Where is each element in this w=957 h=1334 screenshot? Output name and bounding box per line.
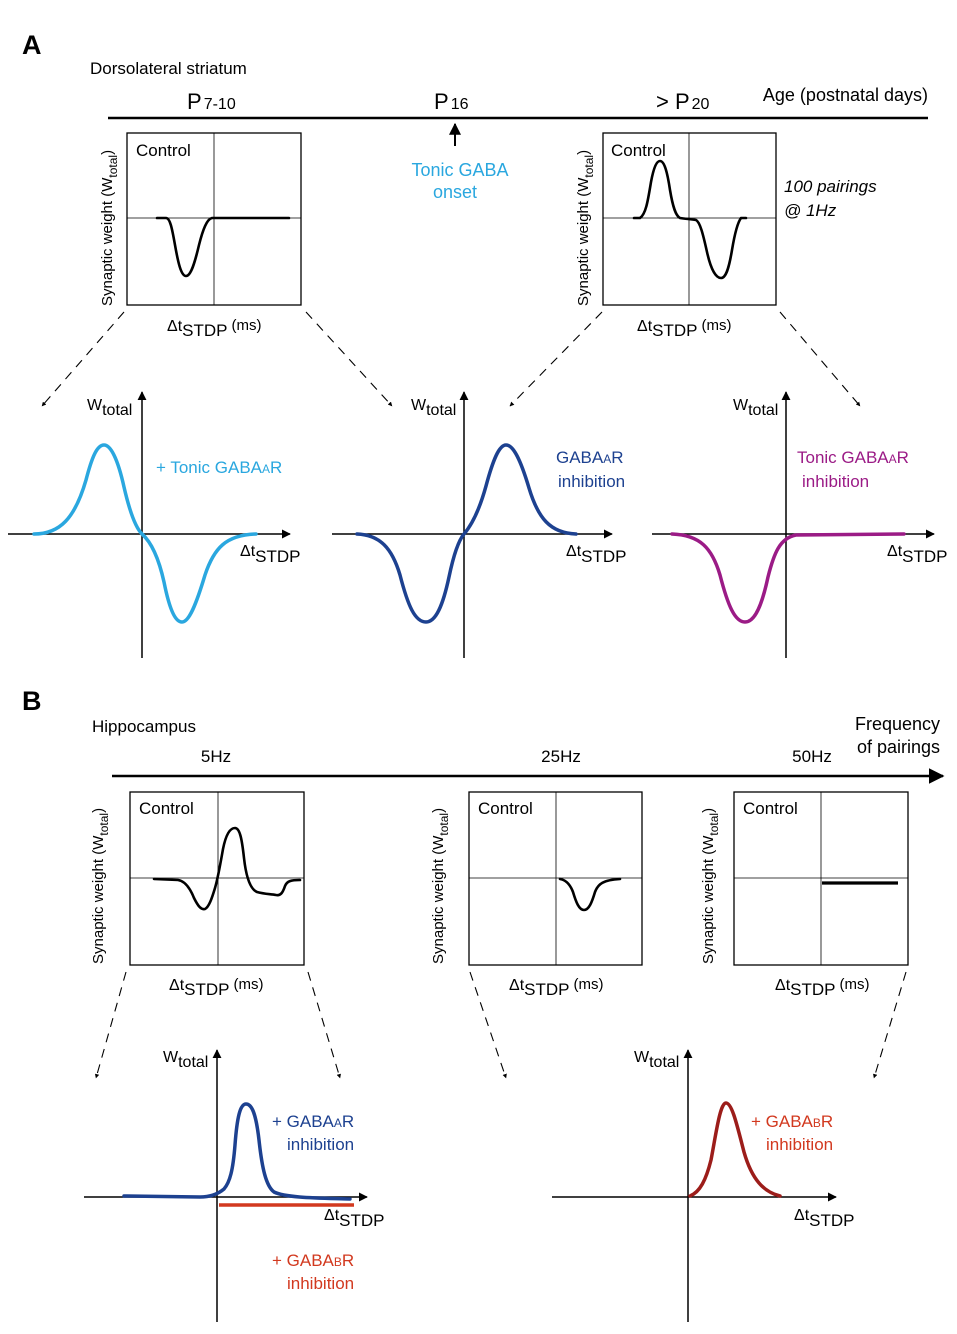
curve-tonic-gabaar-inhibition [670,532,906,624]
inset-y-label: Synaptic weight (Wtotal) [700,808,721,964]
zoom-connector [873,971,907,1079]
plot-tonic-gabaar-inhibition: Wtotal ΔtSTDP Tonic GABAAR inhibition [652,391,947,658]
curve-gababr-50hz [688,1101,782,1198]
onset-label-line2: onset [433,182,477,202]
plot-label-gabaar-line1: + GABAAR [272,1112,354,1131]
inset-y-label: Synaptic weight (Wtotal) [90,808,111,964]
inset-title: Control [139,799,194,818]
plot-label-line1: Tonic GABAAR [797,448,909,467]
plot-y-label: Wtotal [87,397,132,419]
curve-gabaar-inhibition [355,443,578,624]
control-curve-bidirectional [632,159,748,280]
plot-gabaar-inhibition: Wtotal ΔtSTDP GABAAR inhibition [332,391,626,658]
zoom-connector [307,971,341,1079]
inset-x-label: ΔtSTDP(ms) [169,976,263,999]
plot-label-line2: inhibition [766,1135,833,1154]
inset-title: Control [478,799,533,818]
panel-a-letter: A [22,30,42,60]
onset-label-line1: Tonic GABA [411,160,508,180]
control-curve-25hz [558,877,622,912]
plot-x-label: ΔtSTDP [324,1207,384,1230]
inset-x-label: ΔtSTDP(ms) [775,976,869,999]
inset-y-label: Synaptic weight (Wtotal) [430,808,451,964]
plot-x-label: ΔtSTDP [887,543,947,566]
frequency-axis-label-line2: of pairings [857,737,940,757]
zoom-connector [509,311,603,407]
plot-gaba-50hz: Wtotal ΔtSTDP + GABABR inhibition [552,1049,854,1322]
plot-tonic-gabaar: Wtotal ΔtSTDP + Tonic GABAAR [8,391,300,658]
protocol-label-line1: 100 pairings [784,177,877,196]
panel-b: B Hippocampus Frequency of pairings 5Hz … [22,686,945,1322]
plot-label-line2: inhibition [558,472,625,491]
frequency-label-50hz: 50Hz [792,747,832,766]
control-inset-5hz: Control Synaptic weight (Wtotal) ΔtSTDP(… [90,791,305,999]
frequency-label-5hz: 5Hz [201,747,231,766]
inset-title: Control [611,141,666,160]
plot-label-gababr-line1: + GABABR [272,1251,354,1270]
plot-label-line2: inhibition [802,472,869,491]
zoom-connector [305,311,393,407]
plot-label-gabaar-line2: inhibition [287,1135,354,1154]
curve-gabaar-5hz [122,1102,352,1201]
plot-gaba-5hz: Wtotal ΔtSTDP + GABAAR inhibition + GABA… [84,1049,384,1322]
inset-y-label: Synaptic weight (Wtotal) [99,150,120,306]
control-inset-50hz: Control Synaptic weight (Wtotal) ΔtSTDP(… [700,791,909,999]
frequency-axis-label-line1: Frequency [855,714,940,734]
plot-label-gababr-line2: inhibition [287,1274,354,1293]
region-label-hippocampus: Hippocampus [92,717,196,736]
region-label-striatum: Dorsolateral striatum [90,59,247,78]
control-curve-ltd-only [155,216,291,278]
plot-x-label: ΔtSTDP [566,543,626,566]
plot-label-line1: + GABABR [751,1112,833,1131]
zoom-connector [469,971,507,1079]
zoom-connector [779,311,861,407]
control-inset-p7-10: Control Synaptic weight (Wtotal) ΔtSTDP(… [99,132,302,340]
inset-y-label: Synaptic weight (Wtotal) [575,150,596,306]
plot-label-line1: GABAAR [556,448,624,467]
control-inset-p20: Control Synaptic weight (Wtotal) ΔtSTDP(… [575,132,777,340]
inset-x-label: ΔtSTDP(ms) [637,317,731,340]
inset-x-label: ΔtSTDP(ms) [167,317,261,340]
inset-title: Control [136,141,191,160]
panel-b-letter: B [22,686,42,716]
zoom-connector [94,971,127,1079]
zoom-connector [41,311,125,407]
protocol-label-line2: @ 1Hz [784,201,837,220]
plot-y-label: Wtotal [733,397,778,419]
age-axis-label: Age (postnatal days) [763,85,928,105]
inset-x-label: ΔtSTDP(ms) [509,976,603,999]
control-inset-25hz: Control Synaptic weight (Wtotal) ΔtSTDP(… [430,791,643,999]
plot-label: + Tonic GABAAR [156,458,282,477]
plot-x-label: ΔtSTDP [240,543,300,566]
plot-y-label: Wtotal [634,1049,679,1071]
plot-y-label: Wtotal [411,397,456,419]
plot-y-label: Wtotal [163,1049,208,1071]
control-curve-5hz [152,826,302,911]
plot-x-label: ΔtSTDP [794,1207,854,1230]
frequency-label-25hz: 25Hz [541,747,581,766]
inset-title: Control [743,799,798,818]
curve-tonic-gabaar [32,443,258,624]
